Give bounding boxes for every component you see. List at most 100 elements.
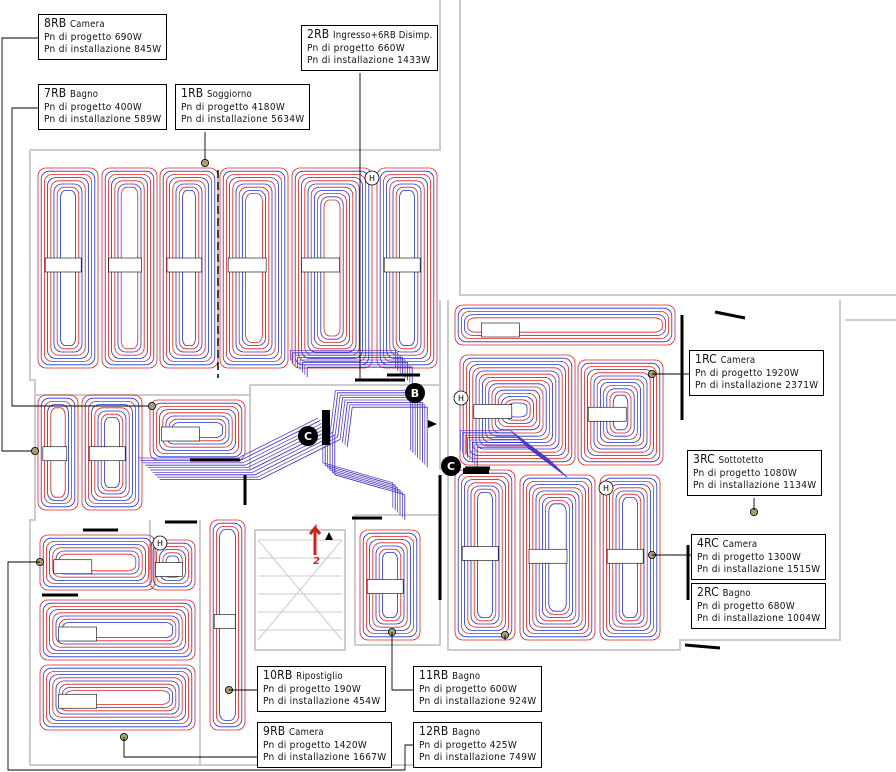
design-label: Pn di progetto (693, 467, 761, 479)
pipe-ring (44, 173, 93, 362)
feed-pipe (334, 434, 406, 520)
pipe-ring (212, 522, 243, 728)
pipe-ring (49, 544, 146, 581)
circuit-tag (481, 322, 520, 338)
leader-dot (200, 158, 209, 167)
pipe-ring (460, 475, 509, 634)
feed-pipe (138, 417, 319, 459)
pipe-ring (152, 542, 193, 588)
feed-pipe (346, 406, 428, 468)
wall (354, 514, 441, 646)
circuit-tag (606, 548, 644, 564)
zone-name: Soggiorno (207, 89, 252, 100)
pipe-ring (599, 474, 661, 641)
thermostat-marker: H (152, 535, 168, 551)
install-power: 749W (509, 752, 537, 763)
design-label: Pn di progetto (307, 42, 375, 54)
heating-loop (599, 474, 661, 641)
pipe-ring (40, 170, 96, 366)
leader-line (123, 737, 257, 758)
pipe-ring (101, 167, 158, 369)
heating-loop (519, 474, 596, 641)
design-label: Pn di progetto (263, 739, 331, 751)
design-label: Pn di progetto (181, 101, 249, 113)
leader-line (11, 107, 148, 407)
feed-pipe (334, 394, 416, 456)
wall (29, 0, 441, 766)
heating-loop (219, 167, 289, 369)
feed-pipe (299, 359, 406, 378)
circuit-tag (58, 693, 97, 709)
heating-loop (577, 359, 664, 466)
zone-name: Camera (289, 727, 324, 738)
install-label: Pn di installazione (697, 613, 784, 624)
zone-name: Camera (70, 19, 105, 30)
pipe-ring (165, 173, 212, 362)
pipe-ring (88, 400, 137, 504)
pipe-ring (84, 397, 140, 508)
pipe-ring (602, 477, 658, 638)
heating-loop (209, 519, 246, 731)
install-label: Pn di installazione (419, 752, 506, 763)
install-label: Pn di installazione (695, 380, 782, 391)
pipe-ring (40, 397, 76, 508)
design-power: 690W (114, 31, 143, 43)
thermostat-marker: H (598, 480, 614, 496)
install-power: 1004W (787, 613, 821, 624)
leader-dot (147, 401, 156, 410)
feed-pipe (159, 439, 340, 480)
circuit-tag (108, 257, 142, 273)
zone-code: 2RC (697, 585, 719, 599)
install-power: 924W (509, 696, 537, 707)
feed-pipe (327, 427, 398, 513)
manifold-bar (463, 468, 489, 474)
zone-code: 10RB (263, 668, 293, 682)
zone-name: Camera (722, 539, 758, 550)
design-label: Pn di progetto (263, 683, 331, 695)
install-power: 5634W (271, 114, 305, 125)
heating-loop (81, 394, 143, 511)
zone-label-1rc: 1RC Camera Pn di progetto 1920W Pn di in… (689, 350, 825, 396)
pipe-ring (580, 362, 661, 463)
feed-pipe (292, 352, 399, 371)
pipe-ring (467, 317, 663, 333)
feed-pipe (330, 390, 411, 451)
design-label: Pn di progetto (44, 31, 112, 43)
install-label: Pn di installazione (181, 114, 268, 125)
zone-code: 4RC (697, 536, 719, 550)
stair-direction-arrow (325, 532, 333, 540)
circuit-tag (44, 257, 82, 273)
pipe-ring (465, 360, 569, 459)
design-power: 190W (333, 683, 362, 695)
leader-lines (1, 37, 755, 771)
design-power: 1920W (765, 367, 800, 379)
feed-pipe (157, 436, 338, 478)
design-label: Pn di progetto (697, 551, 765, 563)
thermostat-ring (364, 170, 380, 186)
zone-label-8rb: 8RB Camera Pn di progetto 690W Pn di ins… (38, 14, 168, 60)
heating-loop (454, 469, 516, 641)
zone-code: 1RC (695, 352, 717, 366)
thermostat-letter: H (157, 539, 163, 548)
zone-label-1rb: 1RB Soggiorno Pn di progetto 4180W Pn di… (175, 84, 311, 130)
stair-arrow (308, 523, 322, 555)
zone-label-10rb: 10RB Ripostiglio Pn di progetto 190W Pn … (257, 666, 387, 712)
pipe-ring (457, 307, 673, 343)
pipe-ring (149, 539, 196, 591)
zone-name: Ripostiglio (296, 671, 343, 682)
pipe-ring (222, 170, 286, 366)
pipe-ring (52, 612, 183, 648)
stair-diagonal (257, 539, 343, 641)
feed-pipe (329, 430, 401, 515)
pipe-bundle (460, 430, 568, 478)
heating-loop (101, 167, 158, 369)
pipe-ring (464, 314, 666, 336)
heating-loop (37, 167, 99, 369)
design-power: 4180W (251, 101, 286, 113)
heating-loop (149, 399, 246, 461)
manifold-circle (441, 456, 461, 476)
thermostat-letter: H (603, 484, 609, 493)
pipe-ring (587, 369, 654, 456)
feed-pipe (472, 442, 563, 473)
